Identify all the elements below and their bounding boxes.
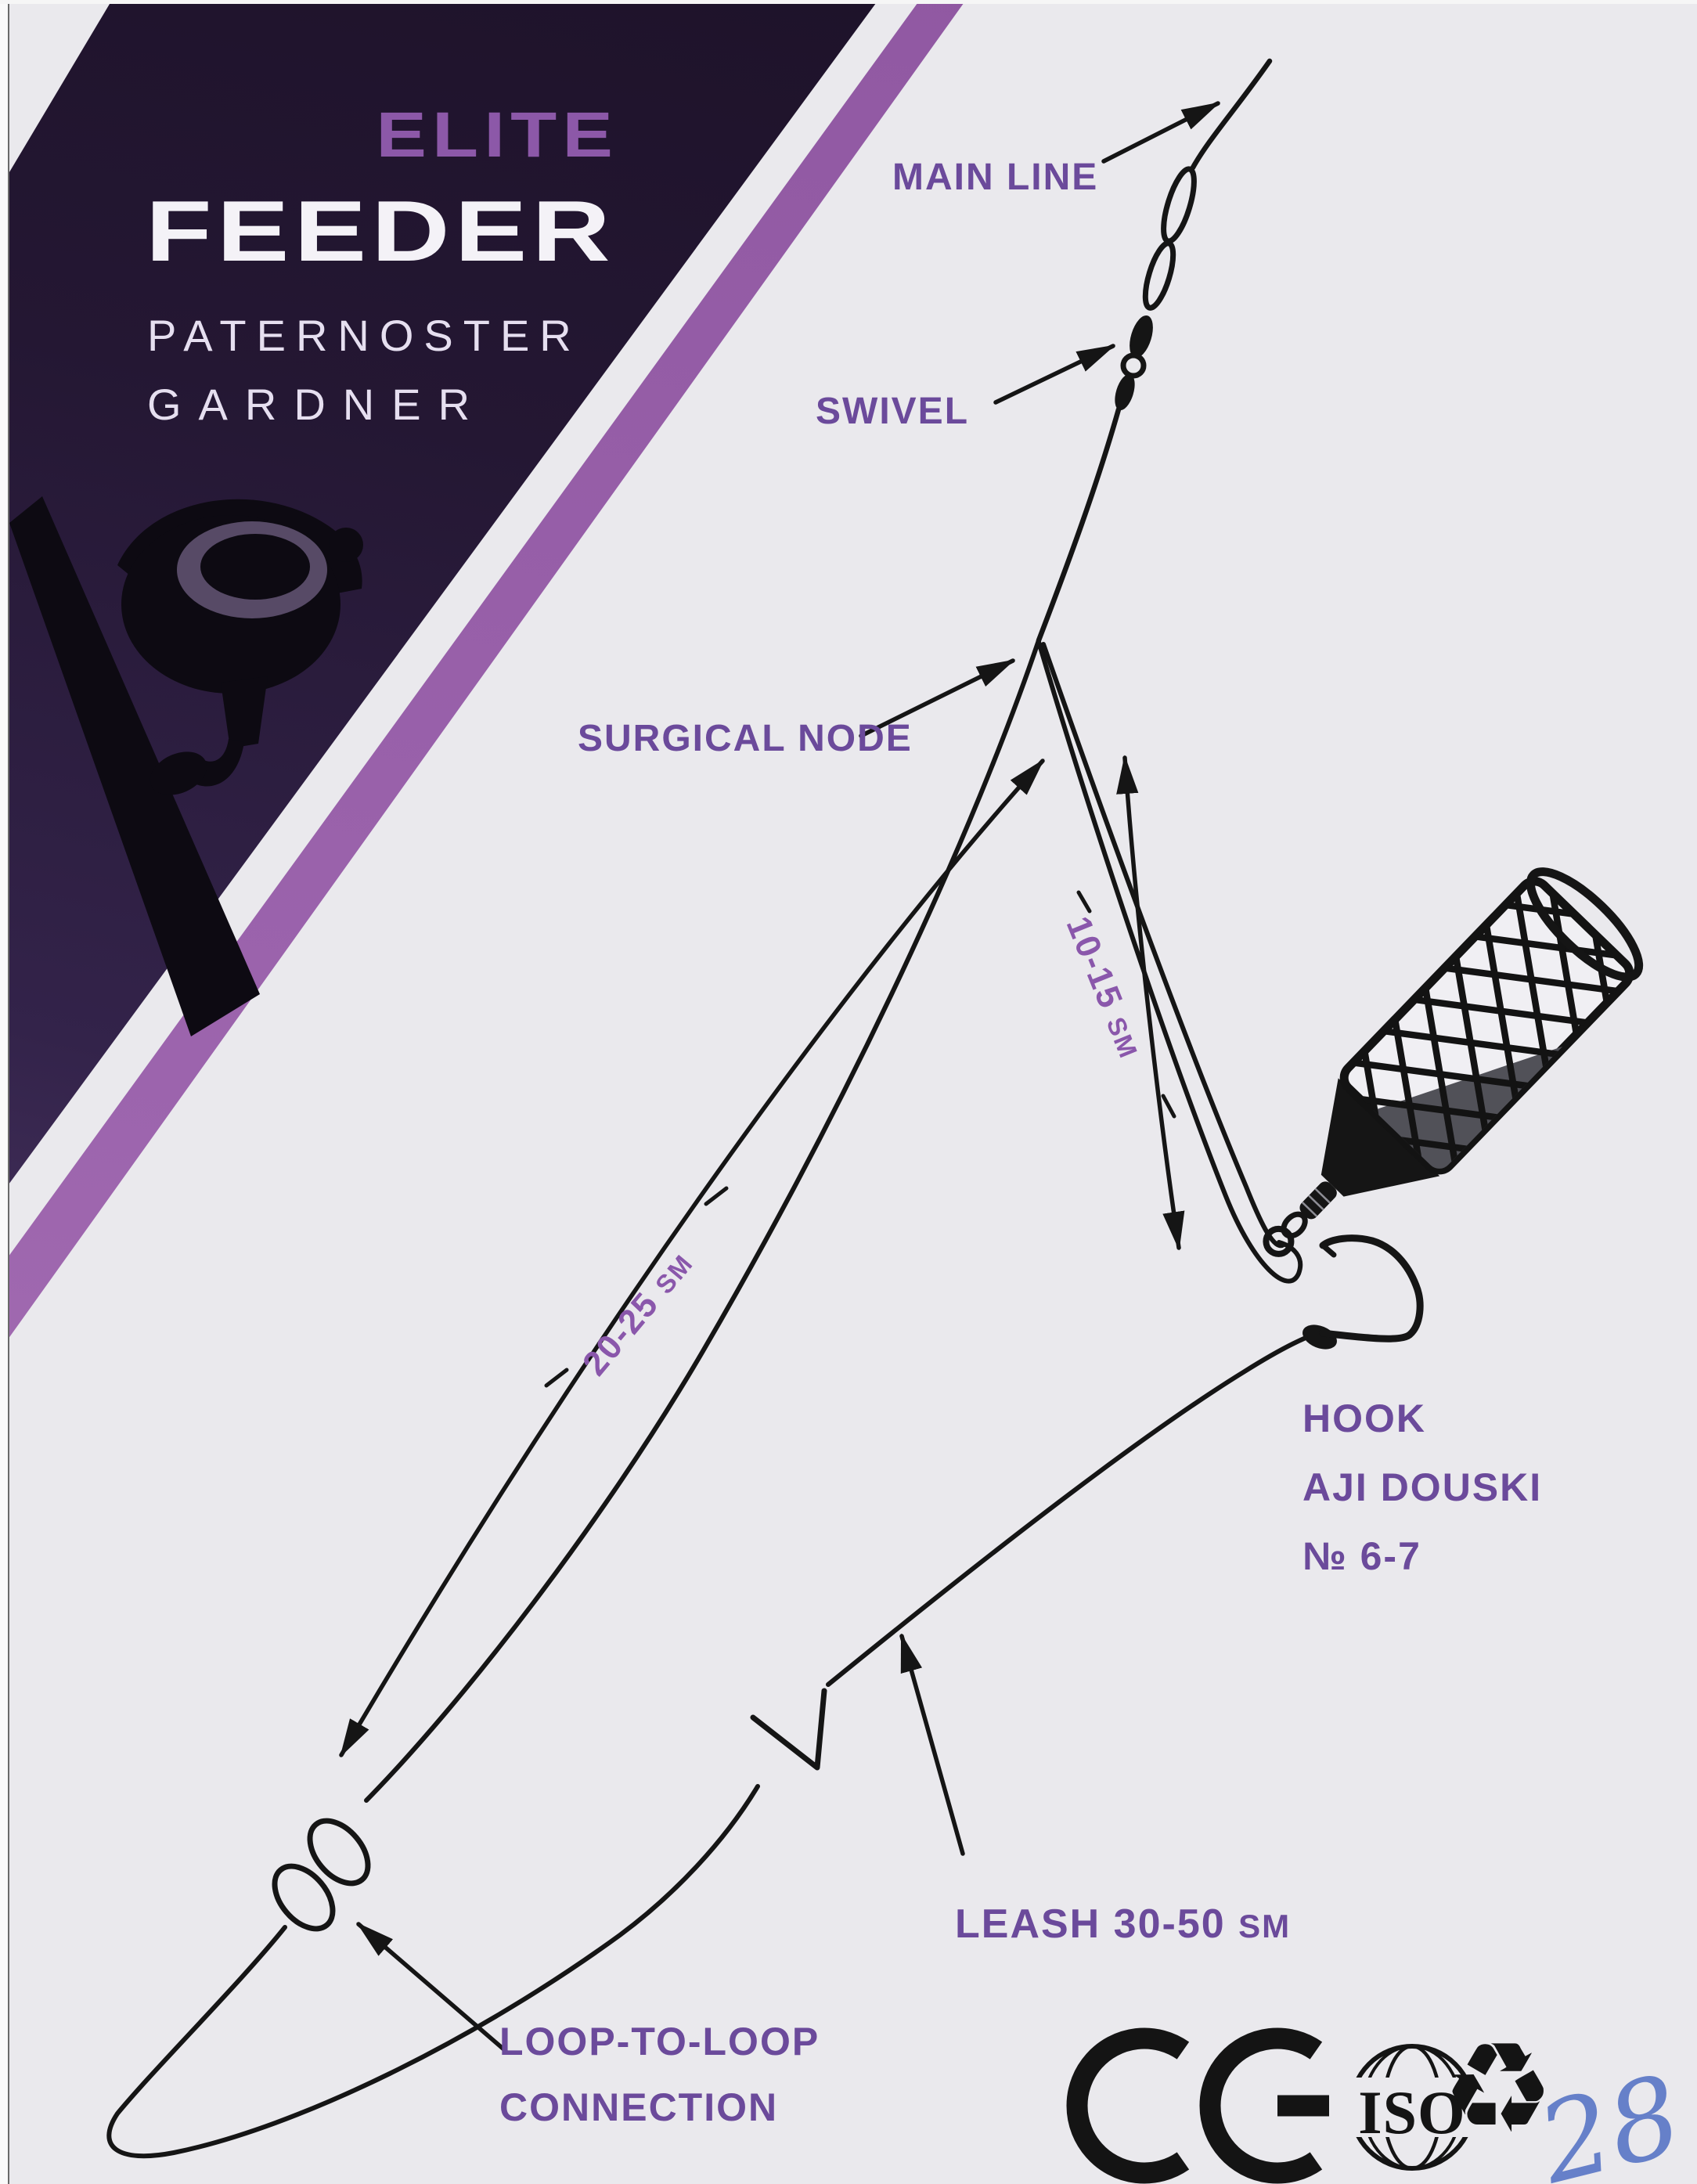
leash-arrow bbox=[899, 1633, 965, 1856]
ce-mark-icon bbox=[1066, 2027, 1329, 2184]
brand-feeder: FEEDER bbox=[146, 183, 615, 279]
surgical-node-label: SURGICAL NODE bbox=[578, 718, 913, 759]
reel-spool-inner bbox=[200, 534, 310, 600]
feeder-branch-outer bbox=[1036, 640, 1302, 1284]
hook bbox=[1302, 1234, 1424, 1350]
measure-ticks-10-15 bbox=[1076, 890, 1176, 1119]
loop-connection-arrow bbox=[356, 1922, 508, 2053]
brand-gardner: GARDNER bbox=[147, 380, 488, 429]
leash-loop-return bbox=[106, 1784, 760, 2159]
rod-blank bbox=[9, 496, 260, 1036]
leash-upper bbox=[364, 638, 1041, 1803]
rod-and-reel-icon bbox=[9, 496, 363, 1036]
main-line-arrow bbox=[1101, 101, 1221, 164]
hook-label-line1: HOOK bbox=[1302, 1397, 1426, 1440]
hook-label-line3: № 6-7 bbox=[1302, 1534, 1421, 1578]
main-line-label: MAIN LINE bbox=[892, 157, 1099, 198]
swivel-label: SWIVEL bbox=[816, 391, 970, 432]
hook-label-line2: AJI DOUSKI bbox=[1302, 1465, 1543, 1509]
measure-ticks-20-25 bbox=[544, 1186, 729, 1388]
hook-label: HOOK AJI DOUSKI № 6-7 bbox=[1302, 1384, 1542, 1591]
feeder-cage bbox=[1263, 867, 1644, 1257]
iso-logo-text: ISO bbox=[1358, 2078, 1466, 2146]
loop-connection-label: LOOP-TO-LOOP CONNECTION bbox=[499, 2009, 820, 2140]
leash-to-hook bbox=[826, 1335, 1308, 1687]
swivel-arrow bbox=[993, 344, 1116, 405]
loop-label-line1: LOOP-TO-LOOP bbox=[499, 2020, 820, 2063]
brand-elite: ELITE bbox=[376, 99, 618, 171]
scan-edge-top bbox=[0, 0, 1697, 4]
main-line-lower bbox=[1036, 406, 1122, 643]
feeder-branch-inner bbox=[1041, 642, 1286, 1249]
iso-globe-icon bbox=[1346, 2044, 1478, 2171]
reel-nub bbox=[329, 528, 363, 562]
loop-to-loop-knot bbox=[272, 1818, 371, 1932]
leash-label: LEASH 30-50 SM bbox=[955, 1901, 1291, 1948]
iso-logo: ISO bbox=[1348, 2042, 1476, 2173]
swivel-hardware bbox=[1115, 166, 1197, 411]
brand-paternoster: PATERNOSTER bbox=[147, 311, 582, 360]
reel-bail-arm bbox=[117, 499, 362, 595]
reel-handle-knob bbox=[150, 751, 207, 795]
surgical-node-arrow bbox=[859, 658, 1016, 738]
reel-foot bbox=[221, 676, 268, 748]
main-line-upper bbox=[1190, 58, 1273, 171]
recycle-icon: ♻ bbox=[1442, 2018, 1555, 2158]
measure-arrow-20-25 bbox=[339, 759, 1045, 1758]
leash-label-unit: SM bbox=[1238, 1908, 1292, 1944]
leash-label-text: LEASH 30-50 bbox=[955, 1901, 1226, 1947]
loop-label-line2: CONNECTION bbox=[499, 2085, 779, 2129]
measure-arrow-10-15 bbox=[1116, 755, 1185, 1251]
scan-edge-left bbox=[0, 0, 9, 2184]
line-break-mark bbox=[750, 1688, 827, 1771]
